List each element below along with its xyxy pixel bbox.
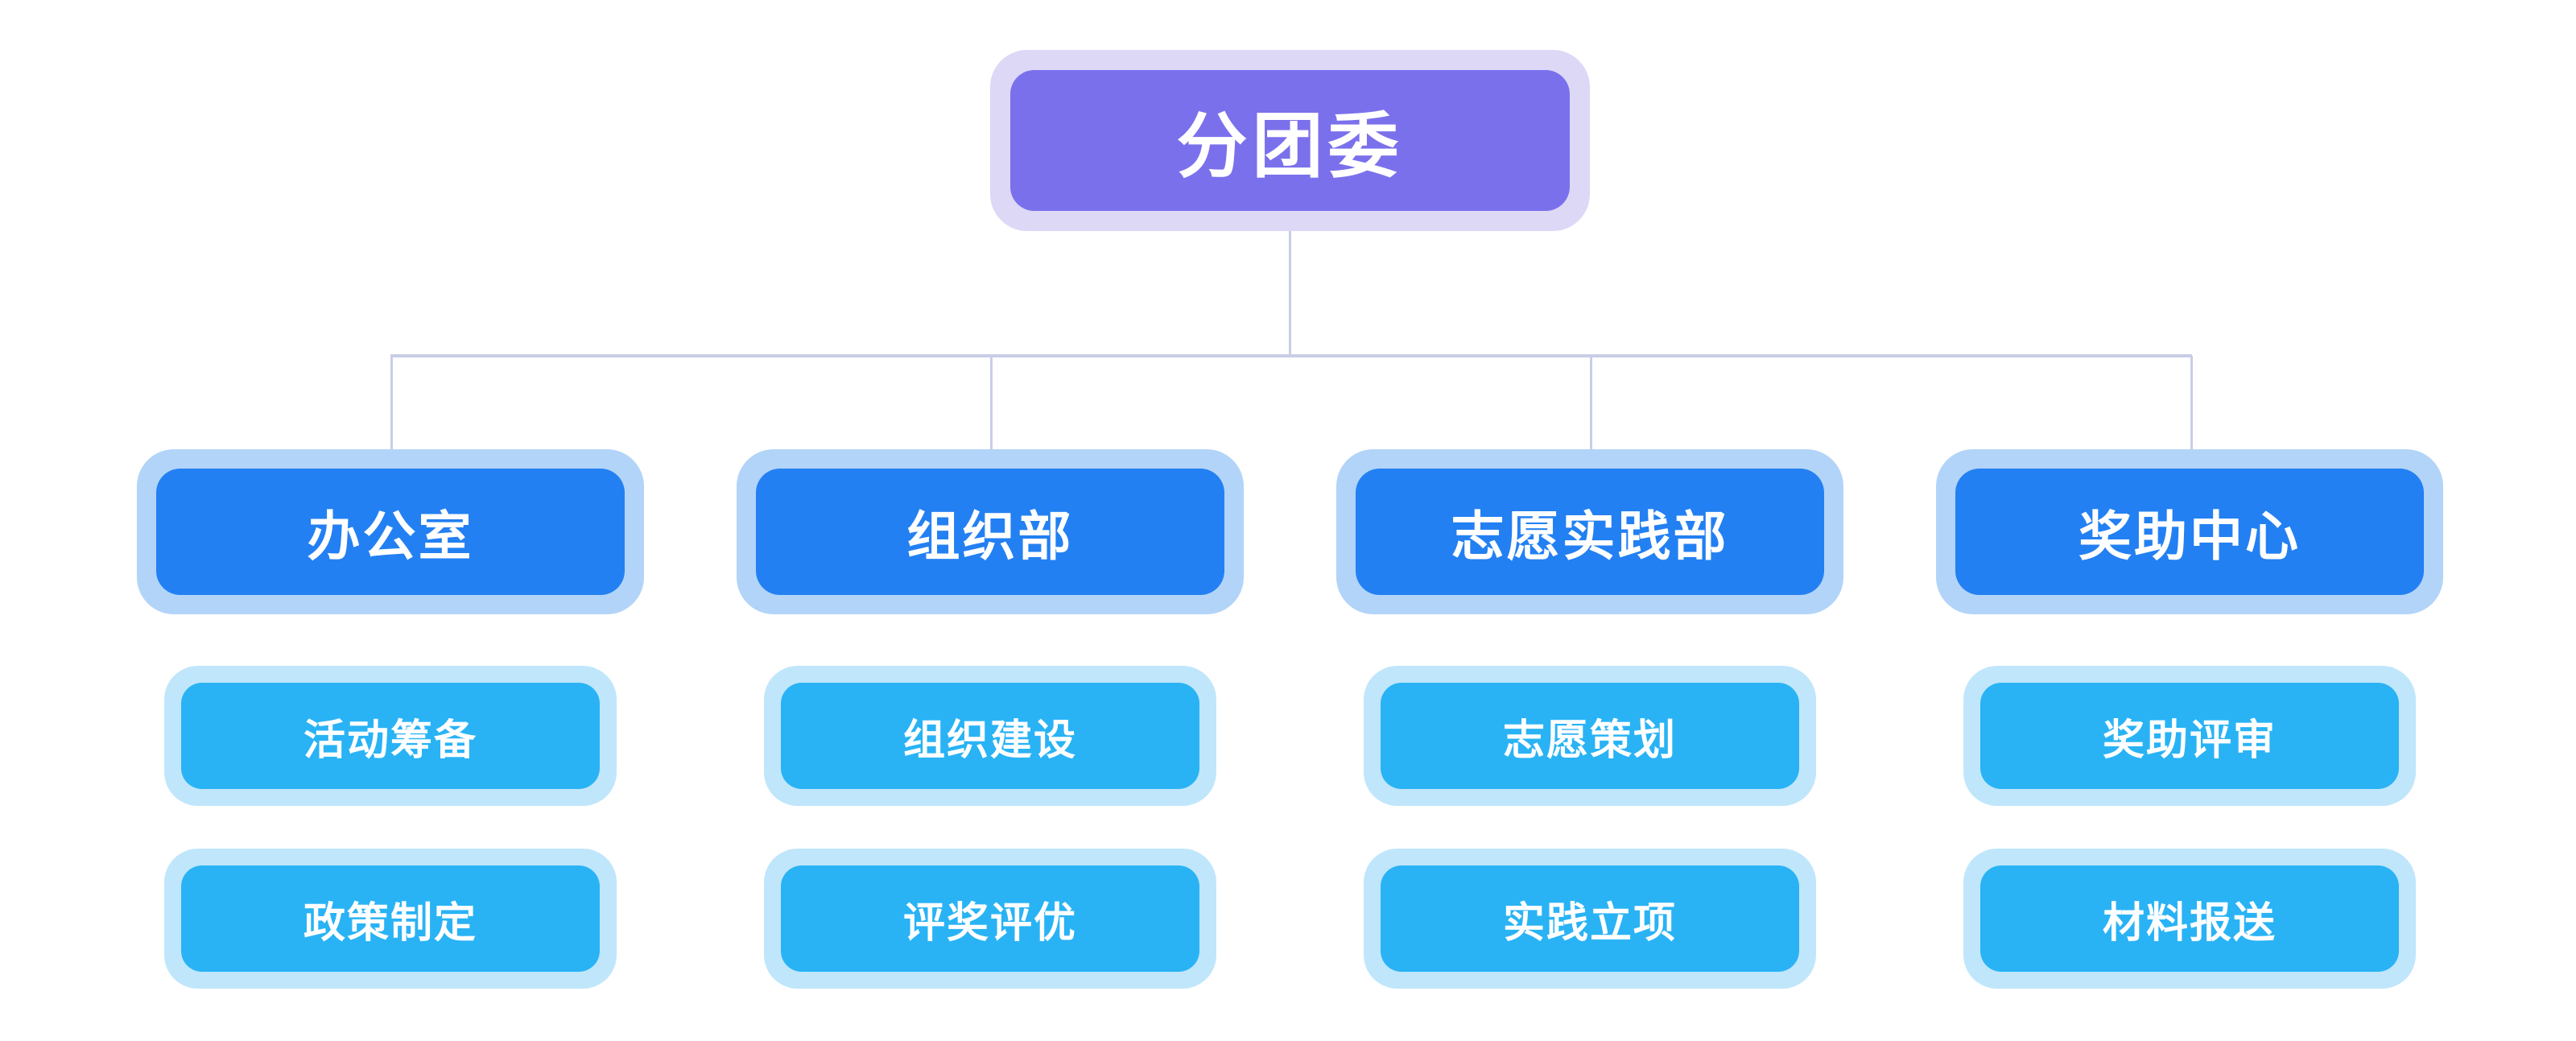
sub-node: 奖助评审	[1963, 666, 2416, 806]
sub-node: 实践立项	[1364, 849, 1816, 989]
root-node-label: 分团委	[1010, 70, 1570, 211]
branch-awards: 奖助中心 奖助评审 材料报送	[1936, 449, 2443, 989]
sub-node: 活动筹备	[164, 666, 617, 806]
sub-node-label: 实践立项	[1381, 865, 1799, 972]
sub-node: 材料报送	[1963, 849, 2416, 989]
branch-office: 办公室 活动筹备 政策制定	[137, 449, 644, 989]
branch-volunteer: 志愿实践部 志愿策划 实践立项	[1336, 449, 1843, 989]
branch-row: 办公室 活动筹备 政策制定 组织部 组织建设 评奖评优 志愿实践部	[137, 449, 2443, 989]
sub-node-label: 材料报送	[1980, 865, 2399, 972]
sub-node: 政策制定	[164, 849, 617, 989]
sub-node-label: 活动筹备	[181, 683, 600, 789]
branch-drop-line-volunteer	[1590, 356, 1592, 451]
dept-node-label: 办公室	[156, 469, 625, 595]
sub-node: 评奖评优	[764, 849, 1216, 989]
dept-node-office: 办公室	[137, 449, 644, 614]
branch-organization: 组织部 组织建设 评奖评优	[737, 449, 1244, 989]
branch-drop-line-office	[390, 356, 393, 451]
root-connector-line	[1289, 231, 1291, 356]
sub-node-label: 评奖评优	[781, 865, 1199, 972]
sub-node-label: 志愿策划	[1381, 683, 1799, 789]
sub-node-label: 组织建设	[781, 683, 1199, 789]
sub-node: 组织建设	[764, 666, 1216, 806]
dept-node-awards: 奖助中心	[1936, 449, 2443, 614]
root-node: 分团委	[990, 50, 1590, 231]
dept-node-label: 奖助中心	[1955, 469, 2424, 595]
dept-node-label: 组织部	[756, 469, 1224, 595]
sub-node: 志愿策划	[1364, 666, 1816, 806]
dept-node-organization: 组织部	[737, 449, 1244, 614]
sub-node-label: 奖助评审	[1980, 683, 2399, 789]
branch-drop-line-awards	[2190, 356, 2193, 451]
dept-node-label: 志愿实践部	[1356, 469, 1824, 595]
branch-drop-line-organization	[990, 356, 993, 451]
sub-node-label: 政策制定	[181, 865, 600, 972]
branch-rail-line	[390, 354, 2192, 357]
dept-node-volunteer: 志愿实践部	[1336, 449, 1843, 614]
